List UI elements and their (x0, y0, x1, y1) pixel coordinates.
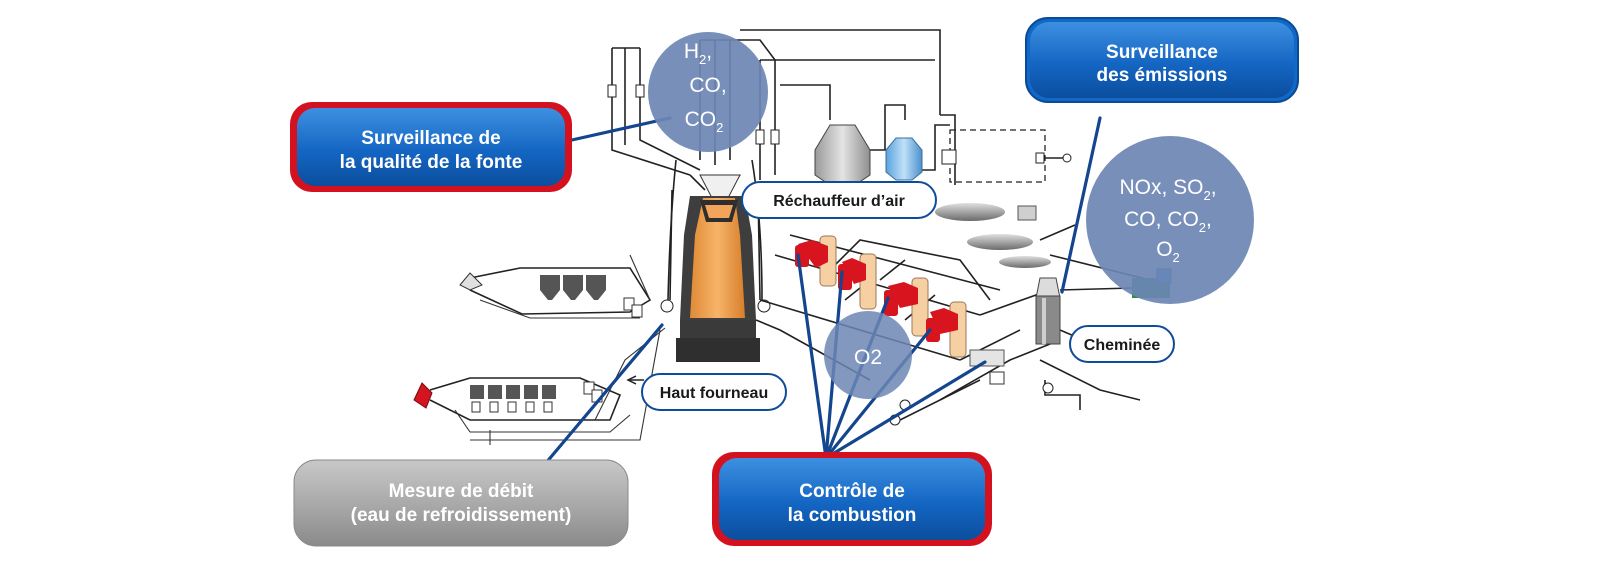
svg-text:Cheminée: Cheminée (1084, 337, 1161, 354)
svg-text:Contrôle de: Contrôle de (799, 481, 905, 502)
callout-qualite-fonte: Surveillance de la qualité de la fonte (290, 102, 572, 192)
svg-text:la qualité de la fonte: la qualité de la fonte (340, 152, 523, 173)
label-rechauffeur: Réchauffeur d’air (741, 181, 937, 219)
callout-controle-combustion: Contrôle de la combustion (712, 452, 992, 546)
svg-text:Haut fourneau: Haut fourneau (660, 385, 768, 402)
callout-surveillance-emissions: Surveillance des émissions (1025, 17, 1299, 103)
svg-text:CO, CO2,: CO, CO2, (1124, 208, 1212, 235)
svg-text:la combustion: la combustion (788, 505, 917, 526)
svg-text:O2: O2 (1156, 238, 1180, 265)
gas-analysis-emissions-bubble: NOx, SO2, CO, CO2, O2 (1086, 136, 1254, 304)
svg-text:NOx, SO2,: NOx, SO2, (1119, 176, 1216, 203)
svg-text:H2,: H2, (684, 40, 712, 67)
svg-text:O2: O2 (854, 346, 882, 369)
svg-text:des émissions: des émissions (1097, 65, 1228, 86)
svg-text:Surveillance de: Surveillance de (361, 128, 500, 149)
o2-bubble: O2 (824, 311, 912, 399)
svg-text:Réchauffeur d’air: Réchauffeur d’air (773, 193, 905, 210)
hot-stoves (759, 224, 1151, 426)
label-haut-fourneau: Haut fourneau (641, 373, 787, 411)
svg-text:CO2: CO2 (685, 108, 724, 135)
svg-text:Surveillance: Surveillance (1106, 42, 1218, 63)
label-cheminee: Cheminée (1069, 325, 1175, 363)
svg-text:Mesure de débit: Mesure de débit (389, 481, 534, 502)
gas-analysis-top-bubble: H2, CO, CO2 (648, 32, 768, 152)
svg-text:(eau de refroidissement): (eau de refroidissement) (351, 505, 572, 526)
bubble-line-co: CO, (689, 74, 726, 97)
callout-mesure-debit: Mesure de débit (eau de refroidissement) (293, 459, 629, 547)
